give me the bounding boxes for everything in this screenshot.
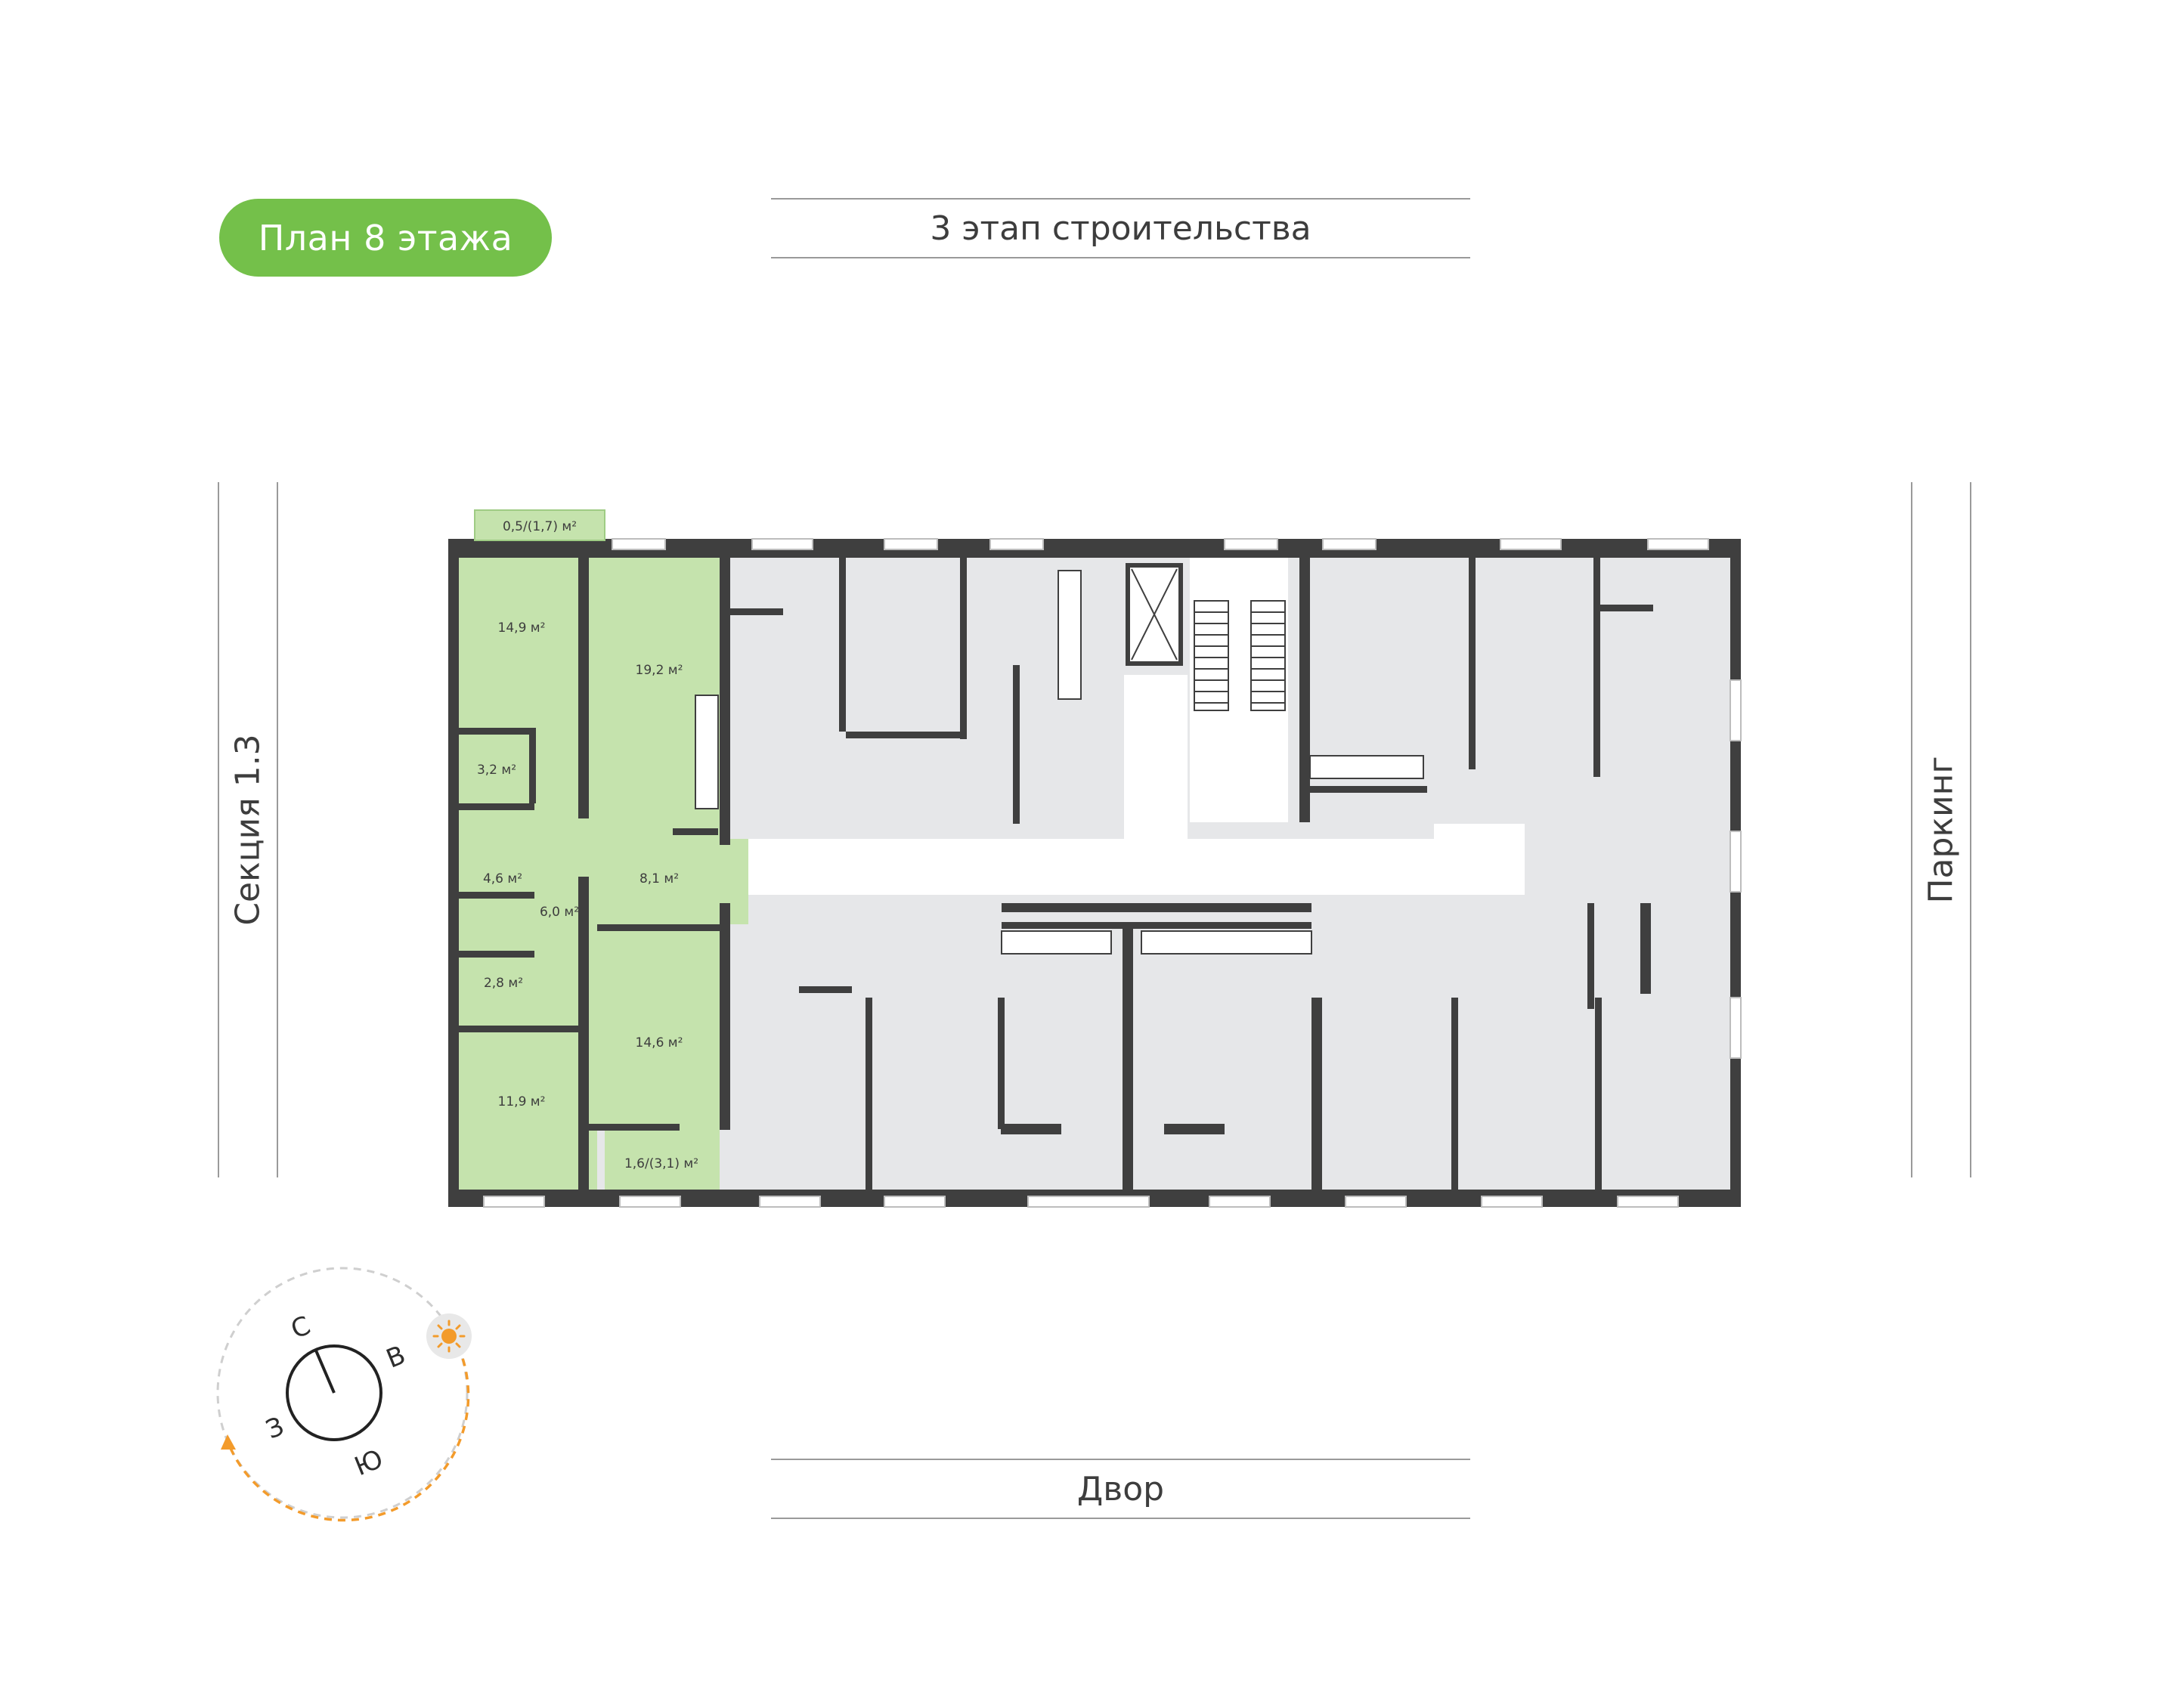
area-room-11-9: 11,9 м²	[498, 1094, 546, 1109]
area-room-19-2: 19,2 м²	[636, 663, 683, 678]
floor-badge[interactable]: План 8 этажа	[219, 199, 552, 277]
sun-path-arc	[228, 1345, 470, 1522]
corridor	[748, 558, 1525, 895]
area-room-8-1: 8,1 м²	[639, 871, 679, 886]
elevator-shaft	[1126, 563, 1183, 666]
compass-west: З	[262, 1411, 288, 1445]
area-room-4-6: 4,6 м²	[483, 871, 522, 886]
compass-needle	[314, 1350, 336, 1394]
compass: С В Ю З	[216, 1267, 472, 1522]
bottom-side-label-text: Двор	[1076, 1469, 1165, 1508]
sun-icon	[426, 1313, 472, 1359]
top-side-label: 3 этап строительства	[771, 198, 1470, 258]
windows	[483, 538, 1742, 1208]
top-side-label-text: 3 этап строительства	[930, 209, 1311, 248]
kitchen-counters	[695, 570, 1424, 955]
area-room-2-8: 2,8 м²	[484, 976, 523, 991]
area-room-3-2: 3,2 м²	[477, 763, 516, 778]
top-balcony[interactable]	[474, 509, 605, 541]
area-room-14-6: 14,6 м²	[636, 1035, 683, 1050]
area-room-6-0: 6,0 м²	[540, 905, 579, 920]
interior-walls	[459, 558, 1653, 1190]
right-side-label: Паркинг	[1911, 482, 1971, 1177]
compass-east: В	[382, 1340, 410, 1375]
area-balcony-bottom: 1,6/(3,1) м²	[624, 1156, 698, 1171]
sun-path-arrowhead	[221, 1434, 236, 1450]
elevator-cross-icon	[1131, 568, 1178, 661]
bottom-side-label: Двор	[771, 1459, 1470, 1519]
selected-apartment[interactable]	[459, 558, 748, 1190]
area-balcony-top: 0,5/(1,7) м²	[503, 519, 577, 534]
compass-north: С	[286, 1310, 314, 1345]
compass-south: Ю	[350, 1443, 387, 1482]
area-room-14-9: 14,9 м²	[498, 620, 546, 636]
left-side-label: Секция 1.3	[218, 482, 278, 1177]
stairs	[1194, 600, 1286, 711]
